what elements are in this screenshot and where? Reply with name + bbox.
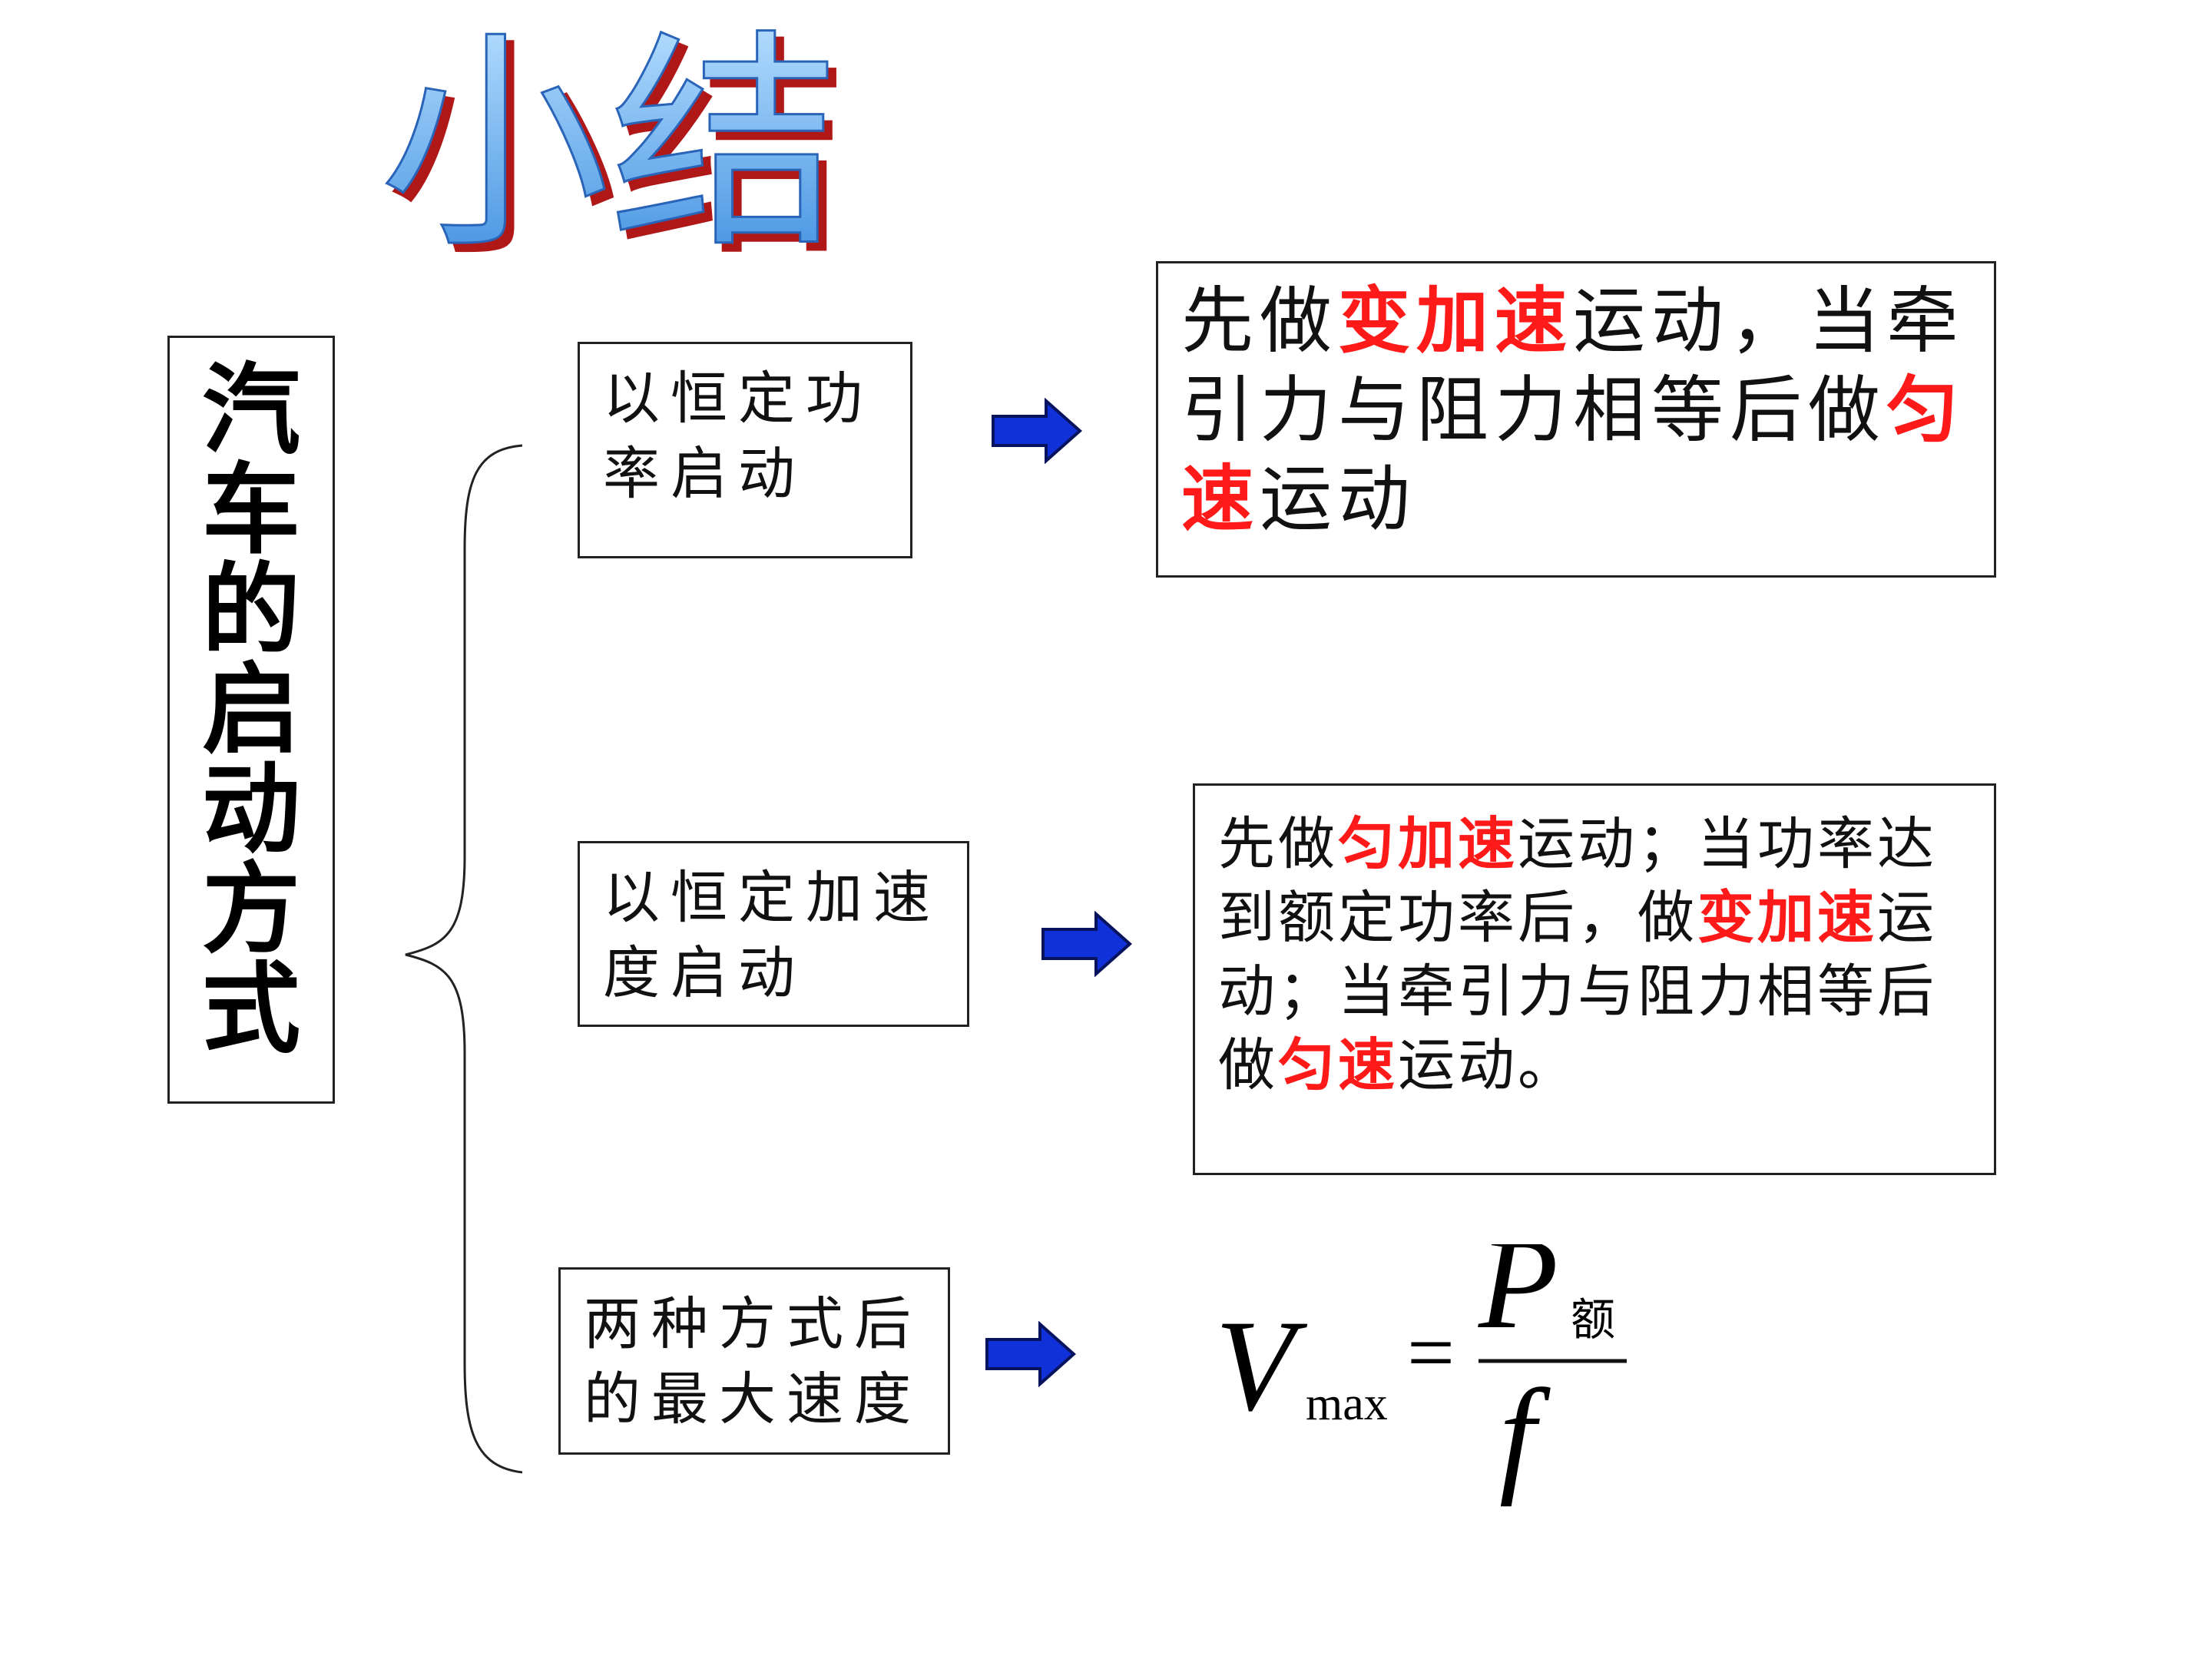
result-box-constant-acceleration: 先做匀加速运动；当功率达到额定功率后，做变加速运动；当牵引力与阻力相等后做匀速运… bbox=[1193, 783, 1996, 1175]
right-arrow-icon bbox=[985, 1321, 1077, 1387]
page-title: 小结 小结 bbox=[376, 10, 853, 289]
highlight-text: 匀加速 bbox=[1338, 811, 1518, 877]
result-text: 先做变加速运动，当牵引力与阻力相等后做匀速运动 bbox=[1181, 280, 1965, 541]
curly-brace bbox=[399, 442, 530, 1479]
right-arrow-icon bbox=[1041, 911, 1133, 977]
mode-label: 两种方式后的最大速度 bbox=[584, 1291, 922, 1432]
max-speed-formula: V max = P 额 f bbox=[1214, 1211, 1644, 1521]
highlight-text: 变加速 bbox=[1697, 885, 1877, 951]
formula-numerator: P bbox=[1478, 1244, 1558, 1356]
main-topic-label: 汽 车 的 启 动 方 式 bbox=[201, 353, 300, 1067]
right-arrow-icon bbox=[992, 398, 1083, 464]
mode-label: 以恒定功率启动 bbox=[603, 366, 873, 507]
formula-equals: = bbox=[1407, 1306, 1455, 1399]
highlight-text: 匀速 bbox=[1181, 369, 1965, 541]
result-text: 先做匀加速运动；当功率达到额定功率后，做变加速运动；当牵引力与阻力相等后做匀速运… bbox=[1218, 811, 1937, 1098]
mode-box-constant-power: 以恒定功率启动 bbox=[578, 342, 912, 558]
mode-label: 以恒定加速度启动 bbox=[603, 865, 941, 1006]
title-shadow: 小结 bbox=[387, 18, 848, 276]
title-text: 小结 bbox=[379, 15, 840, 276]
main-topic-box: 汽 车 的 启 动 方 式 bbox=[167, 336, 335, 1104]
highlight-text: 变加速 bbox=[1338, 280, 1574, 363]
mode-box-constant-acceleration: 以恒定加速度启动 bbox=[578, 841, 969, 1027]
formula-lhs-subscript: max bbox=[1306, 1378, 1388, 1430]
highlight-text: 匀速 bbox=[1278, 1032, 1398, 1098]
mode-box-max-speed: 两种方式后的最大速度 bbox=[558, 1267, 950, 1455]
formula-denominator: f bbox=[1499, 1363, 1551, 1507]
formula-lhs: V bbox=[1215, 1293, 1308, 1438]
result-box-constant-power: 先做变加速运动，当牵引力与阻力相等后做匀速运动 bbox=[1156, 261, 1996, 578]
formula-numerator-subscript: 额 bbox=[1571, 1293, 1615, 1346]
